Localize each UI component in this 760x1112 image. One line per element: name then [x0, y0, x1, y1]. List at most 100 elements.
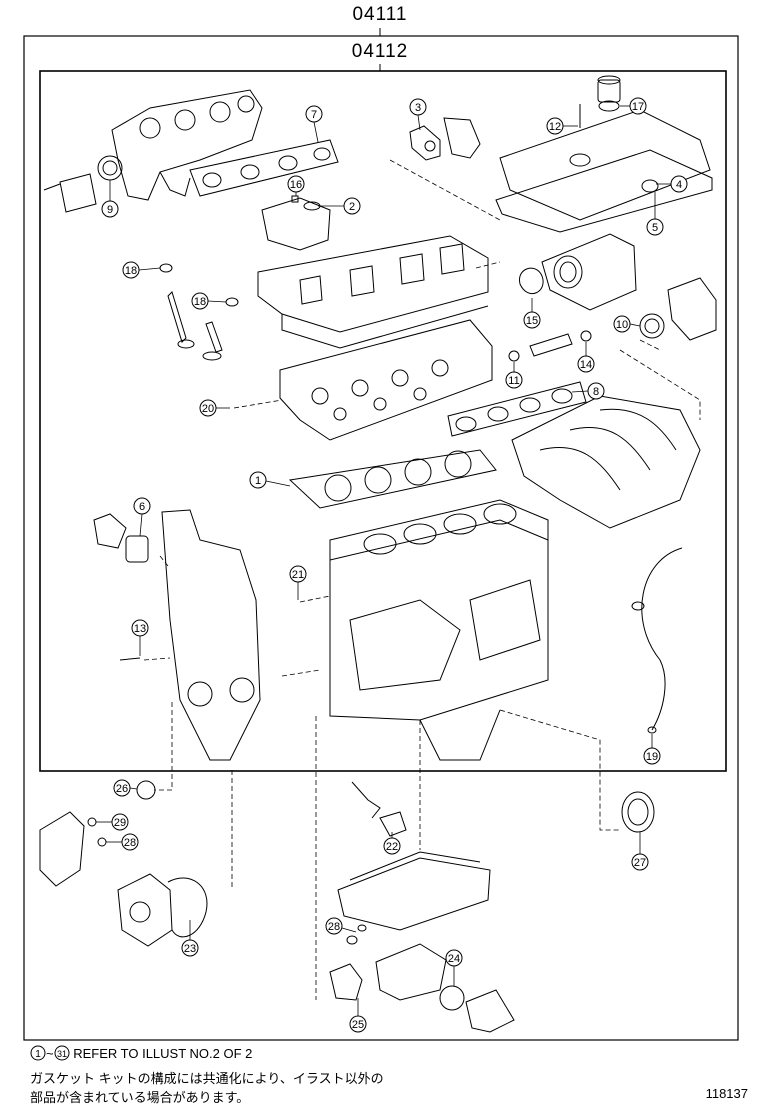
range-start-marker: 1: [30, 1045, 46, 1061]
kit-code-sub: 04112: [351, 41, 409, 62]
callout-8: 8: [571, 382, 605, 400]
svg-text:28: 28: [328, 921, 340, 933]
dashed-leader-lines: [143, 159, 701, 1000]
frame-04111: [23, 35, 739, 1041]
callout-11: 11: [505, 362, 523, 389]
svg-text:9: 9: [107, 204, 113, 216]
callout-14: 14: [577, 342, 595, 373]
callout-16: 16: [287, 175, 305, 196]
svg-text:25: 25: [352, 1019, 364, 1031]
callout-15: 15: [523, 298, 541, 329]
svg-text:15: 15: [526, 315, 538, 327]
svg-text:1: 1: [35, 1049, 41, 1060]
callout-5: 5: [646, 192, 664, 236]
oil-filter-bracket-drawing: [329, 943, 515, 1033]
callout-18-upper: 18: [122, 261, 161, 279]
intake-gasket-drawing: [447, 381, 587, 437]
note-jp-line1: ガスケット キットの構成には共通化により、イラスト以外の: [30, 1071, 384, 1086]
svg-text:27: 27: [634, 857, 646, 869]
svg-text:23: 23: [184, 943, 196, 955]
callout-19: 19: [643, 734, 661, 765]
svg-text:26: 26: [116, 783, 128, 795]
throttle-body-drawing: [541, 233, 637, 311]
frame-04112: [39, 70, 727, 772]
svg-text:18: 18: [125, 265, 137, 277]
intake-ring-drawing: [639, 313, 665, 339]
rear-oil-seal-drawing: [621, 791, 655, 833]
callout-3: 3: [409, 98, 427, 131]
head-gasket-drawing: [288, 449, 497, 509]
svg-text:3: 3: [415, 102, 421, 114]
callout-24: 24: [445, 949, 463, 986]
svg-text:7: 7: [311, 109, 317, 121]
callout-13: 13: [131, 619, 149, 656]
svg-text:21: 21: [292, 569, 304, 581]
callout-25: 25: [349, 998, 367, 1033]
injector-drawing: [529, 333, 573, 357]
svg-text:11: 11: [508, 375, 519, 387]
exhaust-manifold-drawing: [43, 89, 263, 213]
oil-dipstick-drawing: [631, 547, 683, 734]
oil-pan-drawing: [337, 781, 491, 945]
note-jp-line2: 部品が含まれている場合があります。: [30, 1090, 250, 1105]
callout-20: 20: [199, 399, 230, 417]
svg-text:8: 8: [593, 386, 599, 398]
cylinder-block-drawing: [329, 499, 549, 761]
svg-text:5: 5: [652, 222, 658, 234]
callout-2: 2: [318, 197, 361, 215]
callout-9: 9: [101, 180, 119, 218]
callout-21: 21: [289, 565, 307, 600]
callout-28-right: 28: [325, 917, 357, 935]
svg-text:20: 20: [202, 403, 214, 415]
diagram-id: 118137: [705, 1086, 748, 1101]
throttle-gasket-drawing: [519, 267, 544, 295]
callout-28-left: 28: [106, 833, 139, 851]
water-outlet-drawing: [409, 117, 481, 161]
water-pump-drawing: [39, 780, 208, 947]
svg-text:18: 18: [194, 296, 206, 308]
svg-text:24: 24: [448, 953, 460, 965]
svg-text:1: 1: [255, 475, 261, 487]
callout-10: 10: [613, 315, 641, 333]
svg-text:28: 28: [124, 837, 136, 849]
svg-text:16: 16: [290, 179, 302, 191]
exhaust-ring-drawing: [97, 155, 123, 181]
svg-text:13: 13: [134, 623, 146, 635]
callout-17: 17: [620, 97, 647, 115]
svg-text:4: 4: [676, 179, 682, 191]
kit-code-main: 04111: [352, 4, 408, 25]
note-refer: 1~31 REFER TO ILLUST NO.2 OF 2: [30, 1045, 252, 1061]
intake-manifold-drawing: [511, 395, 701, 529]
svg-text:17: 17: [632, 101, 644, 113]
svg-text:19: 19: [646, 751, 658, 763]
callout-7: 7: [305, 105, 323, 143]
callout-6: 6: [133, 497, 151, 537]
callout-22: 22: [383, 832, 401, 855]
svg-text:2: 2: [349, 201, 355, 213]
cylinder-head-cover-drawing: [495, 75, 713, 233]
callout-26: 26: [113, 779, 138, 797]
callout-29: 29: [96, 813, 129, 831]
timing-cover-drawing: [93, 509, 261, 761]
range-end-marker: 31: [54, 1045, 70, 1061]
cylinder-head-drawing: [279, 319, 493, 441]
callout-18-lower: 18: [191, 292, 227, 310]
callout-1: 1: [249, 471, 291, 489]
svg-text:14: 14: [580, 359, 592, 371]
note-refer-text: REFER TO ILLUST NO.2 OF 2: [73, 1046, 253, 1061]
callout-4: 4: [656, 175, 688, 193]
exhaust-gasket-drawing: [189, 139, 339, 197]
cam-bracket-drawing: [261, 195, 331, 251]
callout-23: 23: [181, 920, 199, 957]
svg-text:6: 6: [139, 501, 145, 513]
callout-12: 12: [546, 117, 578, 135]
valves-drawing: [159, 263, 239, 361]
camshaft-housing-drawing: [257, 235, 489, 349]
svg-text:12: 12: [549, 121, 561, 133]
svg-text:22: 22: [386, 841, 398, 853]
svg-text:31: 31: [57, 1049, 67, 1059]
svg-text:10: 10: [616, 319, 628, 331]
svg-text:29: 29: [114, 817, 126, 829]
callout-27: 27: [631, 832, 649, 871]
